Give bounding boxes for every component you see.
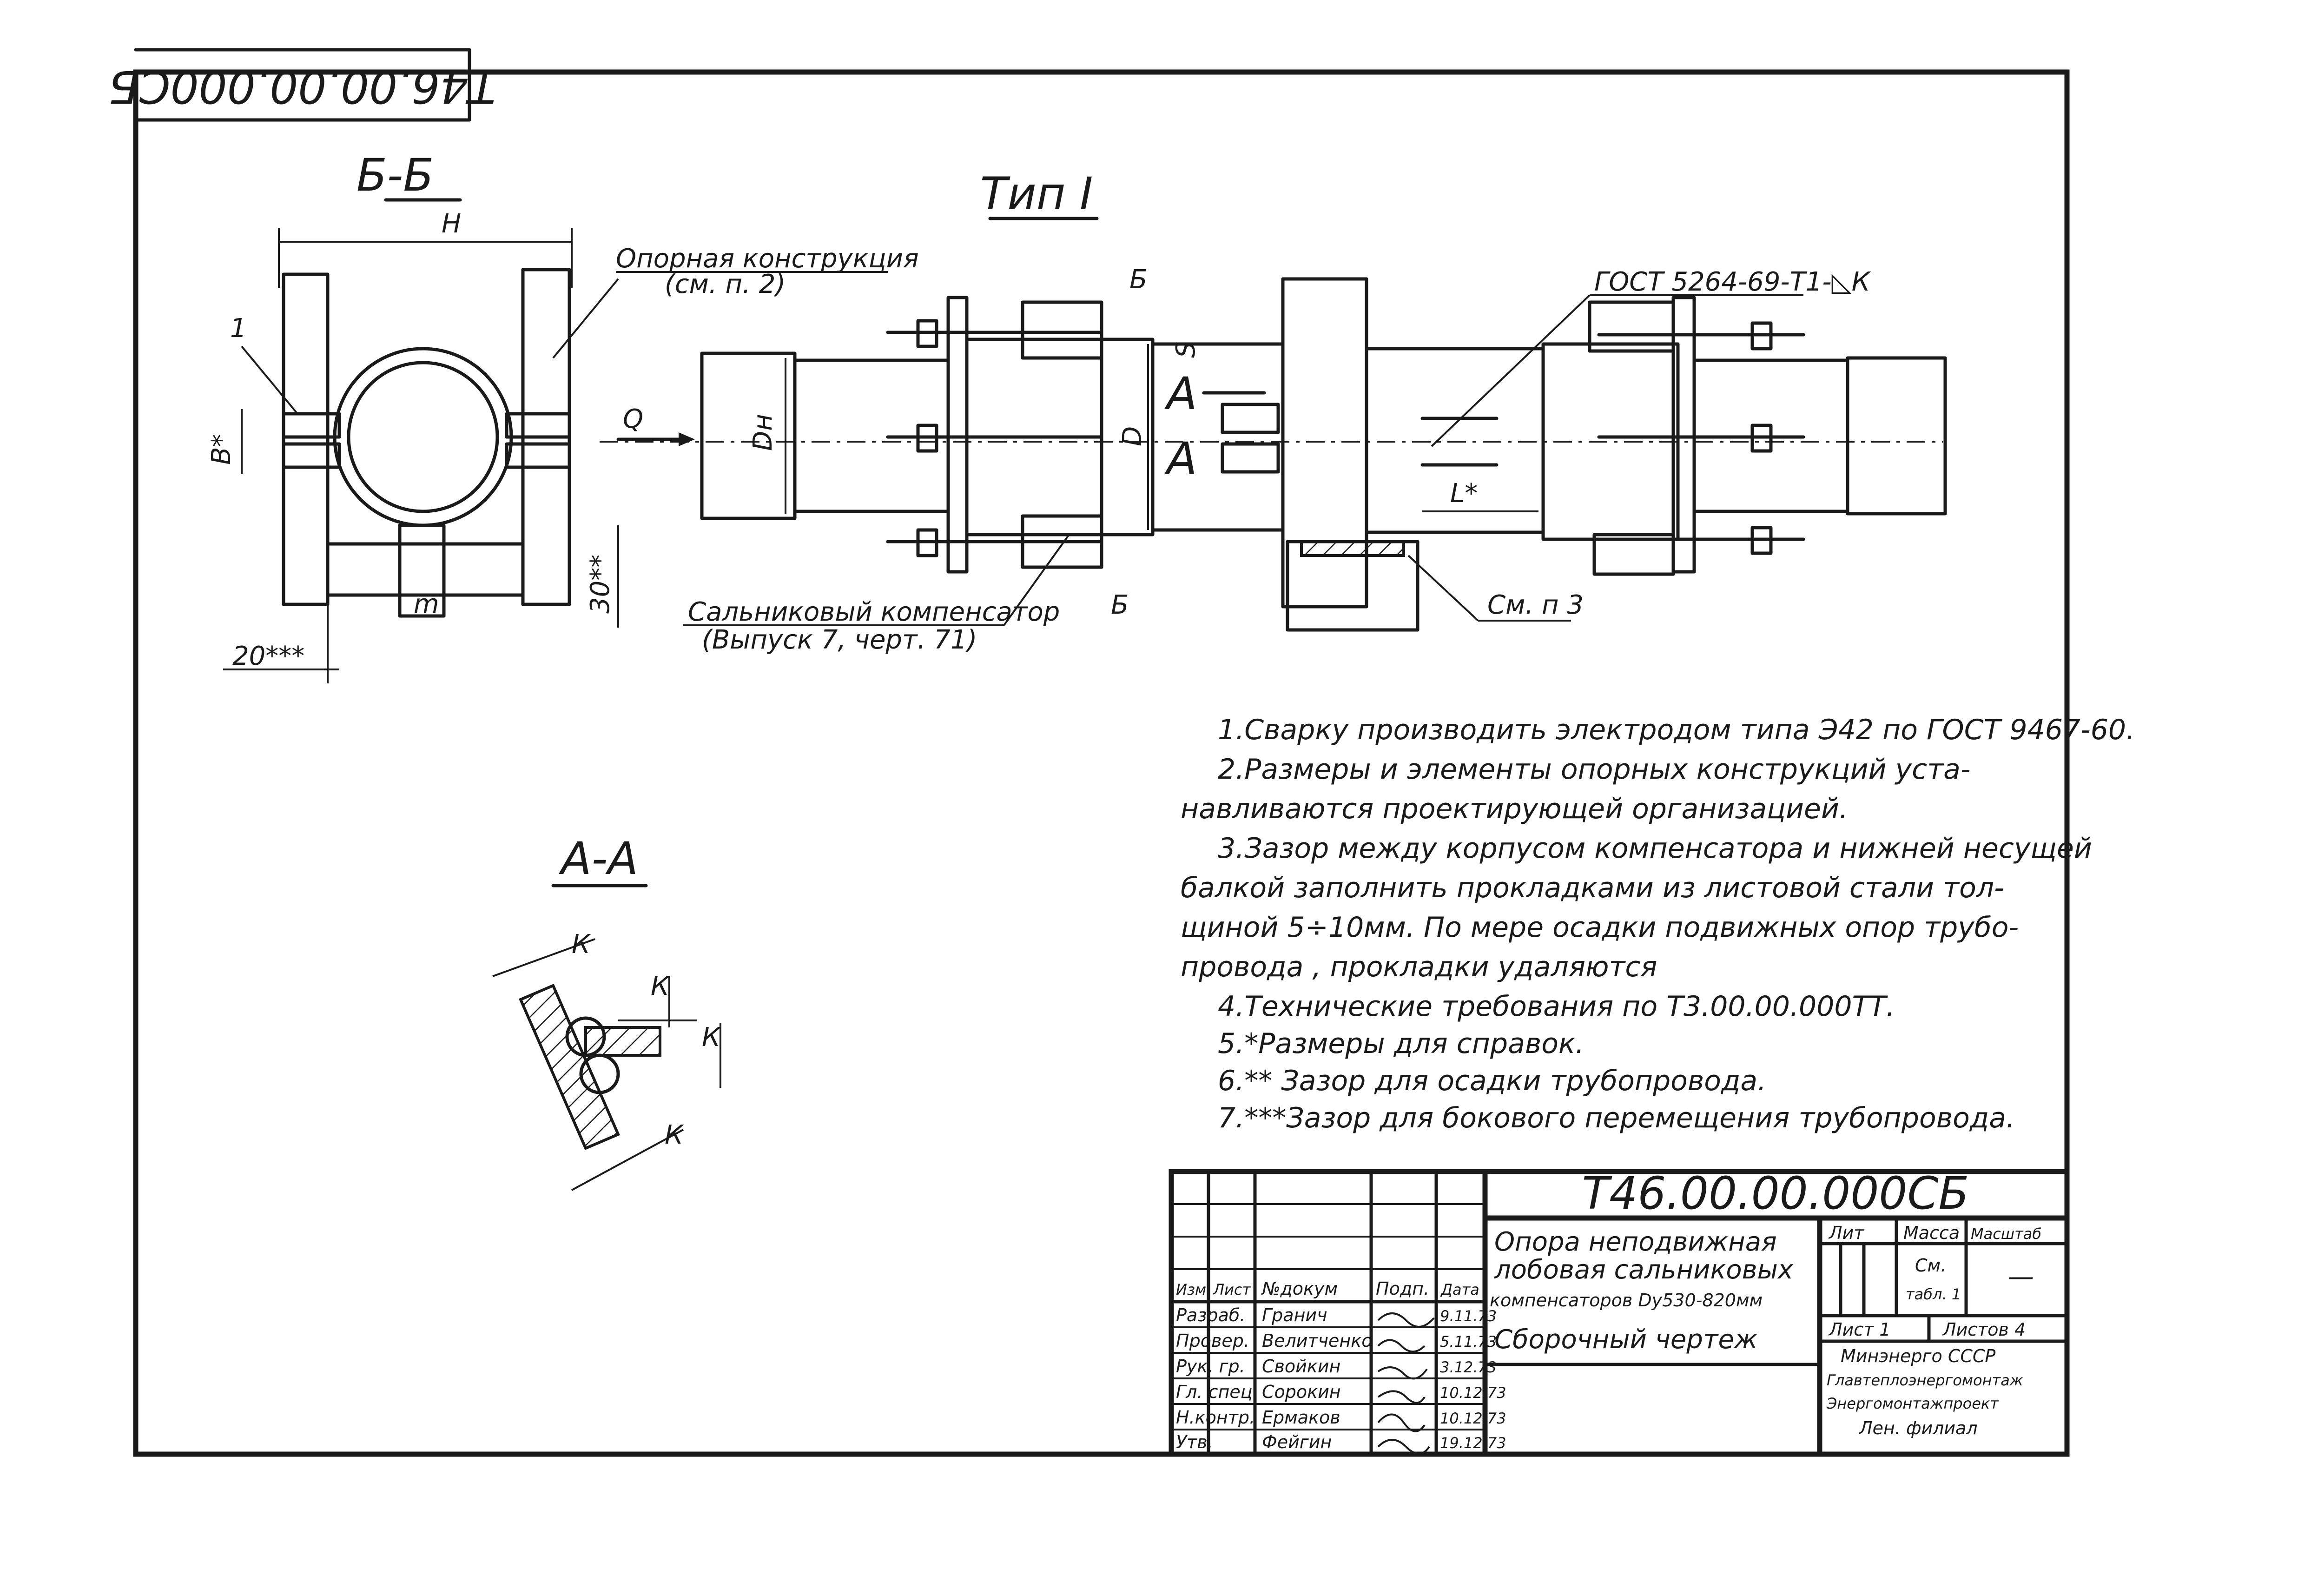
tb-role-4: Н.контр. <box>1176 1407 1255 1428</box>
note-5: 5.*Размеры для справок. <box>1218 1027 1584 1060</box>
signature-scribbles <box>1377 1312 1435 1455</box>
tb-sheet: Лист 1 <box>1828 1319 1891 1340</box>
note-3c: щиной 5÷10мм. По мере осадки подвижных о… <box>1181 911 2019 944</box>
weld-k1-label: К <box>572 929 591 960</box>
dim-30-label: 30** <box>585 555 615 614</box>
weld-k2-label: К <box>651 971 670 1001</box>
note-3b: балкой заполнить прокладками из листовой… <box>1181 872 2004 904</box>
tb-mass: Масса <box>1903 1223 1960 1243</box>
tb-col-sign: Подп. <box>1376 1278 1429 1299</box>
item-1-label: 1 <box>230 313 247 344</box>
tb-name-0: Гранич <box>1262 1305 1327 1325</box>
tb-title-4: Сборочный чертеж <box>1494 1324 1757 1355</box>
tb-date-4: 10.12.73 <box>1440 1410 1506 1427</box>
note-7: 7.***Зазор для бокового перемещения труб… <box>1218 1102 2015 1134</box>
technical-notes: 1.Сварку производить электродом типа Э42… <box>1181 714 2135 1134</box>
tb-sheets: Листов 4 <box>1942 1319 2026 1340</box>
tb-title-2: лобовая сальниковых <box>1494 1255 1794 1285</box>
tb-role-0: Разраб. <box>1176 1305 1245 1325</box>
stamp-code-upside-down: Т46.00.00.000СБ <box>109 60 496 113</box>
weld-gost-label: ГОСТ 5264-69-Т1-◺К <box>1594 267 1871 297</box>
left-support-column <box>282 272 330 606</box>
section-bb-view: Б-Б H m 30** 20*** B* 1 <box>206 149 919 683</box>
note-2b: навливаются проектирующей организацией. <box>1181 793 1848 825</box>
tb-title-1: Опора неподвижная <box>1494 1227 1777 1257</box>
dim-l-label: L* <box>1450 478 1478 509</box>
cut-b-bottom-label: Б <box>1111 590 1129 620</box>
tb-name-2: Свойкин <box>1262 1356 1340 1377</box>
tb-name-4: Ермаков <box>1262 1407 1340 1428</box>
tb-org-4: Лен. филиал <box>1858 1418 1978 1438</box>
tb-date-2: 3.12.73 <box>1440 1358 1497 1376</box>
type-i-title: Тип I <box>980 168 1093 220</box>
compensator-label: Сальниковый компенсатор <box>688 597 1060 627</box>
see-note-3-label: См. п 3 <box>1487 590 1584 620</box>
tb-mass-value-2: табл. 1 <box>1906 1285 1961 1303</box>
dim-s-label: S <box>1171 341 1201 358</box>
section-aa-title: А-А <box>558 833 638 885</box>
note-3a: 3.Зазор между корпусом компенсатора и ни… <box>1218 832 2092 865</box>
dim-h-label: H <box>442 209 461 239</box>
dim-d-label: D <box>1117 426 1148 446</box>
weld-k3-label: К <box>702 1022 721 1053</box>
tb-role-1: Провер. <box>1176 1331 1249 1351</box>
drawing-frame <box>133 69 2070 1457</box>
cut-a-top-label: A <box>1164 368 1197 420</box>
tb-org-1: Минэнерго СССР <box>1841 1346 1995 1366</box>
aa-inclined-plate <box>519 984 620 1150</box>
tb-role-3: Гл. спец. <box>1176 1382 1258 1402</box>
dim-20-label: 20*** <box>232 641 304 671</box>
note-4: 4.Технические требования по Т3.00.00.000… <box>1218 990 1895 1023</box>
pipe-outer-circle <box>333 347 513 527</box>
type-i-view: Тип I Q Dн D Б Б S A <box>600 168 1947 632</box>
tb-mass-value-1: См. <box>1915 1255 1946 1276</box>
tb-role-2: Рук. гр. <box>1176 1356 1245 1377</box>
note-6: 6.** Зазор для осадки трубопровода. <box>1218 1065 1766 1097</box>
dim-m-label: m <box>414 589 439 619</box>
tb-name-1: Велитченко <box>1262 1331 1372 1351</box>
dim-b-label: B* <box>206 434 237 465</box>
tb-title-3: компенсаторов Dу530-820мм <box>1490 1290 1763 1311</box>
tb-date-0: 9.11.73 <box>1440 1307 1497 1325</box>
section-bb-title: Б-Б <box>357 149 434 201</box>
right-pipe <box>1846 356 1947 516</box>
pipe-inner-circle <box>347 361 499 513</box>
tb-col-list: Лист <box>1213 1281 1251 1298</box>
note-1: 1.Сварку производить электродом типа Э42… <box>1218 714 2135 746</box>
tb-date-3: 10.12.73 <box>1440 1384 1506 1402</box>
stamp-box <box>134 48 471 122</box>
note-3d: провода , прокладки удаляются <box>1181 951 1657 983</box>
cut-b-top-label: Б <box>1129 265 1147 295</box>
section-aa-view: А-А К К К К <box>492 833 721 1191</box>
tb-lit: Лит <box>1828 1223 1865 1243</box>
tb-doc-code: Т46.00.00.000СБ <box>1582 1167 1969 1219</box>
cut-a-bottom-label: A <box>1164 433 1197 485</box>
tb-name-5: Фейгин <box>1262 1432 1332 1452</box>
support-plate <box>1281 277 1368 609</box>
weld-k4-label: К <box>665 1120 684 1150</box>
dim-dn-label: Dн <box>748 414 778 451</box>
title-block: Изм Лист №докум Подп. Дата Разраб. Грани… <box>1169 1167 2070 1457</box>
tb-scale-value: — <box>2008 1262 2034 1292</box>
compensator-callout: Сальниковый компенсатор (Выпуск 7, черт.… <box>683 534 1070 655</box>
tb-col-doc: №докум <box>1261 1278 1338 1299</box>
support-structure-ref: (см. п. 2) <box>665 269 786 299</box>
tb-date-1: 5.11.73 <box>1440 1333 1497 1351</box>
tb-col-date: Дата <box>1440 1281 1479 1298</box>
tb-org-3: Энергомонтажпроект <box>1826 1395 1999 1412</box>
tb-name-3: Сорокин <box>1262 1382 1341 1402</box>
tb-col-izm: Изм <box>1176 1281 1206 1298</box>
compensator-ref: (Выпуск 7, черт. 71) <box>702 625 977 655</box>
support-structure-label: Опорная конструкция <box>616 244 919 274</box>
tb-date-5: 19.12.73 <box>1440 1434 1506 1452</box>
note-2a: 2.Размеры и элементы опорных конструкций… <box>1218 753 1971 786</box>
tb-org-2: Главтеплоэнергомонтаж <box>1827 1371 2023 1389</box>
tb-role-5: Утв. <box>1176 1432 1213 1452</box>
tb-scale: Масштаб <box>1971 1225 2041 1243</box>
force-q-label: Q <box>623 404 643 434</box>
